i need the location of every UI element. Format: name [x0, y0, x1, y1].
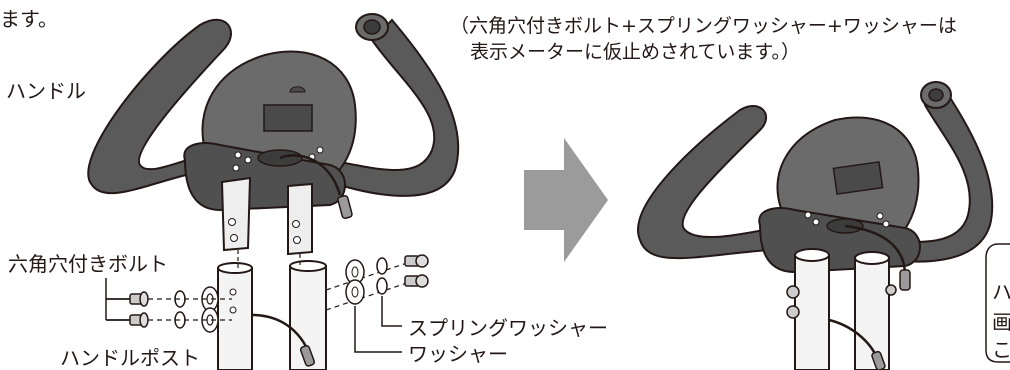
handlebar-left-grip [87, 18, 232, 195]
handle-post-label: ハンドルポスト [60, 346, 200, 370]
spring-washer-label: スプリングワッシャー [408, 316, 608, 340]
right-arrow-icon [524, 138, 608, 262]
meter-cable [279, 154, 342, 196]
bolt-label: 六角穴付きボルト [8, 252, 168, 276]
handle-label: ハンドル [6, 79, 86, 103]
bolt-set-left [105, 278, 232, 333]
mount-bracket-left [220, 176, 252, 252]
handlebar-left-assembly [87, 13, 460, 370]
bracket-guide-lines [237, 250, 301, 268]
handle-post-left [217, 267, 253, 370]
mount-bracket-right [287, 182, 313, 256]
callout-bubble [985, 243, 1010, 363]
note-line-2: 表示メーターに仮止めされています。） [470, 41, 801, 63]
top-left-fragment: ます。 [0, 7, 58, 31]
bolt-set-right [325, 254, 429, 353]
note-line-1: （六角穴付きボルト+スプリングワッシャー+ワッシャーは [450, 15, 957, 37]
callout-text-1: ハ [992, 280, 1010, 304]
callout-text-2: 画 [992, 310, 1010, 334]
meter-display-panel [263, 104, 313, 132]
handlebar-right-assembly [637, 81, 994, 370]
callout-text-3: こ [992, 338, 1010, 362]
washer-label: ワッシャー [408, 342, 508, 366]
leader-spring-washer [381, 296, 402, 327]
leader-washer [354, 306, 402, 353]
